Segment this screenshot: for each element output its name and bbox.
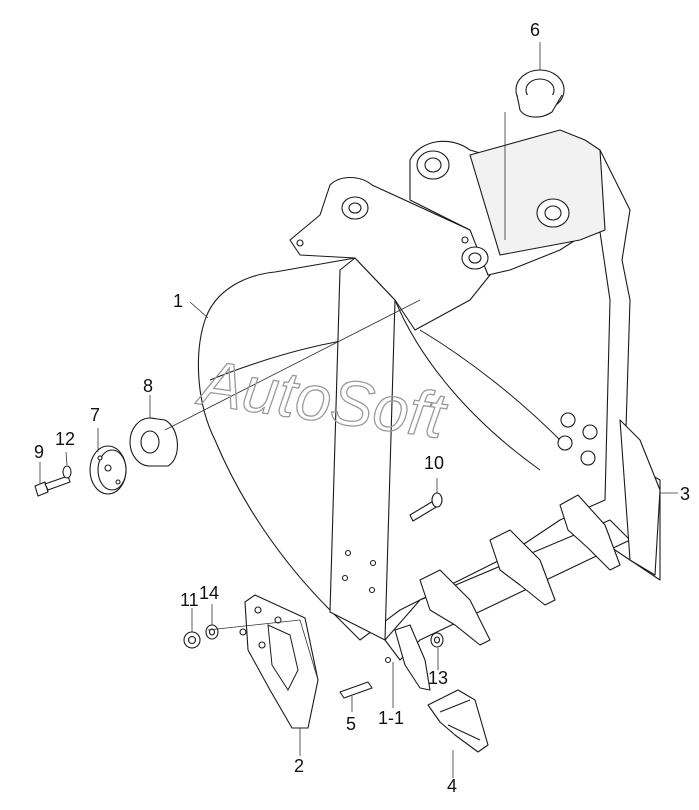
callout-1: 1: [173, 291, 183, 311]
callout-10: 10: [424, 453, 444, 473]
washer-part-13: [430, 632, 444, 648]
callout-11: 11: [180, 590, 199, 610]
side-cutter-part-3: [619, 419, 661, 576]
callout-5: 5: [346, 714, 356, 734]
callout-2: 2: [294, 756, 304, 776]
washer-part-14: [205, 624, 219, 640]
callout-1-1: 1-1: [378, 708, 404, 728]
callout-7: 7: [90, 405, 100, 425]
bolt-part-9: [34, 475, 71, 497]
callout-9: 9: [34, 442, 44, 462]
callout-3: 3: [680, 484, 690, 504]
nut-part-11: [183, 631, 201, 649]
callout-12: 12: [55, 429, 75, 449]
leader-lines: [39, 42, 678, 778]
boss-part-8: [129, 417, 178, 467]
bolt-part-10: [409, 492, 443, 522]
callout-4: 4: [447, 776, 457, 796]
bushing-part-6: [515, 69, 565, 118]
callout-8: 8: [143, 376, 153, 396]
callouts: 1 1-1 2 3 4 5 6 7 8 9 10 11 12 13 14: [34, 20, 690, 796]
callout-6: 6: [530, 20, 540, 40]
tooth-part-4: [427, 689, 489, 753]
washer-part-12: [62, 465, 72, 479]
callout-13: 13: [428, 668, 448, 688]
tooth-adapters: [394, 494, 621, 691]
wear-plate-part-2: [239, 594, 319, 729]
shim-part-7: [89, 445, 127, 495]
pin-part-5: [339, 681, 373, 699]
callout-14: 14: [199, 583, 219, 603]
